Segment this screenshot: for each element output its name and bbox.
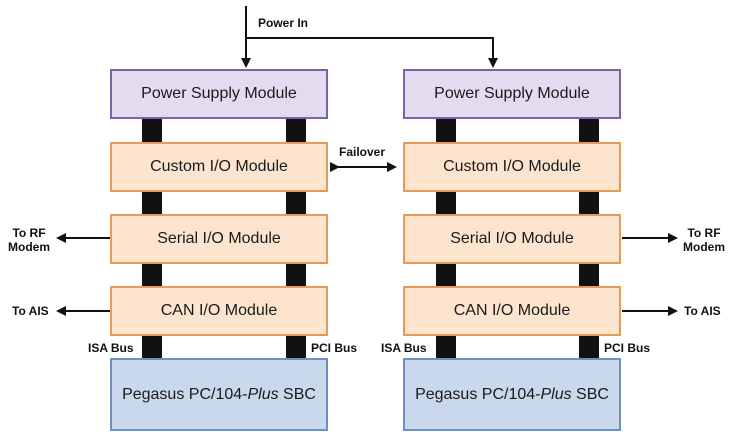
left-sbc-module: Pegasus PC/104-Plus SBC xyxy=(110,358,328,431)
left-to-ais-label: To AIS xyxy=(12,304,49,318)
left-power-supply-module: Power Supply Module xyxy=(110,69,328,119)
right-serial-io-label: Serial I/O Module xyxy=(450,230,574,247)
left-sbc-italic: Plus xyxy=(247,385,279,403)
right-custom-io-module: Custom I/O Module xyxy=(403,142,621,192)
right-serial-io-module: Serial I/O Module xyxy=(403,214,621,264)
power-in-branch xyxy=(246,37,498,68)
right-sbc-label: Pegasus PC/104-Plus SBC xyxy=(415,386,609,404)
right-power-supply-label: Power Supply Module xyxy=(434,85,590,102)
right-to-rf-line2: Modem xyxy=(683,240,725,254)
left-serial-io-module: Serial I/O Module xyxy=(110,214,328,264)
right-to-rf-label: To RF Modem xyxy=(677,226,731,254)
right-sbc-module: Pegasus PC/104-Plus SBC xyxy=(403,358,621,431)
left-isa-bus-label: ISA Bus xyxy=(88,341,134,355)
left-custom-io-module: Custom I/O Module xyxy=(110,142,328,192)
right-sbc-suffix: SBC xyxy=(571,385,609,403)
right-custom-io-label: Custom I/O Module xyxy=(443,158,581,175)
left-custom-io-label: Custom I/O Module xyxy=(150,158,288,175)
right-sbc-prefix: Pegasus PC/104- xyxy=(415,385,541,403)
left-to-rf-line2: Modem xyxy=(8,240,50,254)
left-sbc-prefix: Pegasus PC/104- xyxy=(122,385,248,403)
left-sbc-suffix: SBC xyxy=(278,385,316,403)
failover-label: Failover xyxy=(339,145,386,159)
right-sbc-italic: Plus xyxy=(540,385,572,403)
left-pci-bus-label: PCI Bus xyxy=(311,341,358,355)
right-power-supply-module: Power Supply Module xyxy=(403,69,621,119)
left-to-rf-line1: To RF xyxy=(12,226,46,240)
left-sbc-label: Pegasus PC/104-Plus SBC xyxy=(122,386,316,404)
right-can-io-module: CAN I/O Module xyxy=(403,286,621,336)
left-serial-io-label: Serial I/O Module xyxy=(157,230,281,247)
left-can-io-label: CAN I/O Module xyxy=(160,302,278,319)
right-can-io-label: CAN I/O Module xyxy=(453,302,571,319)
right-to-rf-line1: To RF xyxy=(687,226,721,240)
right-isa-bus-label: ISA Bus xyxy=(381,341,427,355)
right-to-ais-label: To AIS xyxy=(684,304,721,318)
left-power-supply-label: Power Supply Module xyxy=(141,85,297,102)
right-pci-bus-label: PCI Bus xyxy=(604,341,651,355)
left-can-io-module: CAN I/O Module xyxy=(110,286,328,336)
power-in-label: Power In xyxy=(258,16,309,30)
left-to-rf-label: To RF Modem xyxy=(2,226,56,254)
